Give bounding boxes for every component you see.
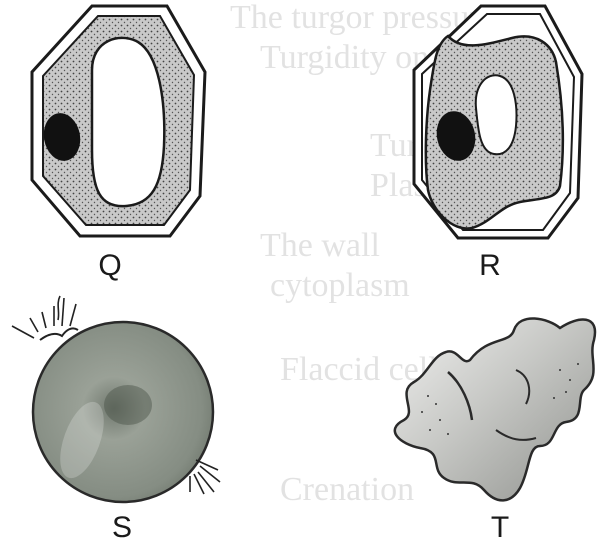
bleed-text-line: The wall bbox=[260, 227, 380, 264]
panel-label-q: Q bbox=[98, 249, 121, 282]
bleed-text-line: cytoplasm bbox=[270, 267, 410, 304]
cell-centre-shadow bbox=[104, 385, 152, 425]
panel-label-s: S bbox=[112, 511, 132, 543]
panel-r: R bbox=[414, 6, 582, 282]
panel-s: S bbox=[12, 296, 220, 543]
central-vacuole bbox=[92, 38, 164, 206]
crenated-cell bbox=[395, 318, 595, 500]
panel-q: Q bbox=[32, 6, 205, 282]
panel-label-r: R bbox=[479, 249, 501, 282]
vacuole bbox=[476, 75, 517, 154]
bleed-text-line: Crenation bbox=[280, 471, 414, 508]
panel-label-t: T bbox=[491, 511, 509, 543]
